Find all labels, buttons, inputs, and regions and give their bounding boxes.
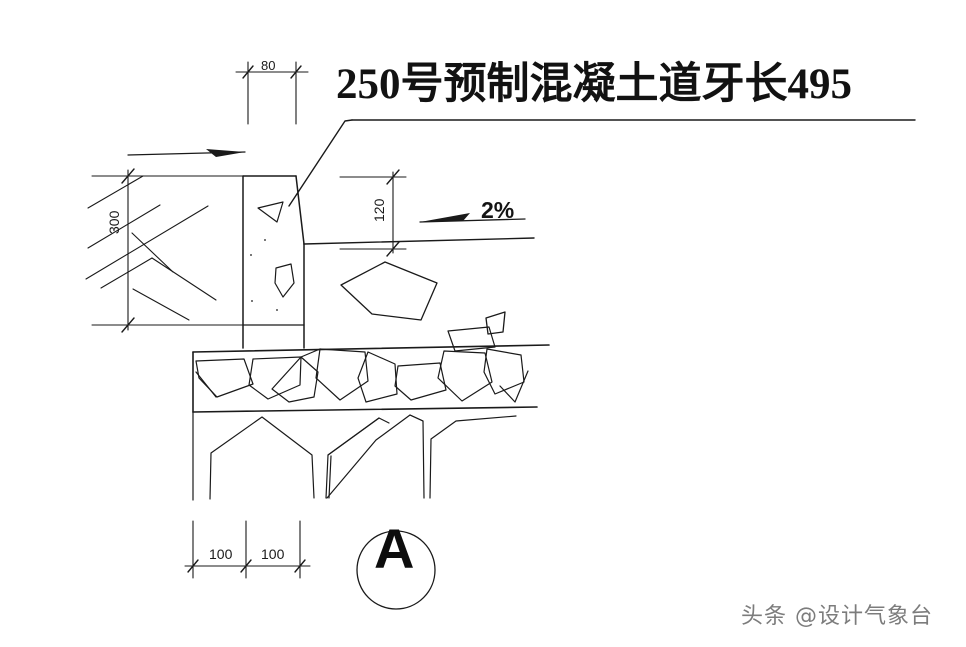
curb-aggregate-marks [250, 201, 295, 311]
dimension-label-300: 300 [106, 210, 122, 234]
dimension-label-120: 120 [371, 198, 387, 222]
dimension-80 [235, 61, 309, 125]
slope-arrow [419, 213, 526, 223]
watermark-text: 头条 @设计气象台 [741, 604, 933, 629]
slope-label: 2% [481, 197, 515, 223]
rubble-base-course [192, 326, 550, 413]
dimension-label-80: 80 [261, 58, 276, 73]
dimension-label-100-left: 100 [209, 546, 233, 562]
dimension-120 [339, 169, 407, 257]
detail-marker-label: A [374, 517, 415, 580]
title-leader-line [288, 119, 353, 207]
dimension-100-100 [184, 520, 311, 579]
detail-marker-circle [356, 530, 436, 610]
dimension-300 [91, 168, 259, 333]
loose-aggregate-stones [340, 261, 506, 335]
subgrade-earth-hatch [192, 411, 517, 501]
earth-hatch-left [85, 175, 217, 321]
curb-block [242, 175, 305, 349]
grade-arrow [127, 149, 246, 157]
pavement-surface [303, 237, 535, 245]
dimension-label-100-right: 100 [261, 546, 285, 562]
drawing-title: 250号预制混凝土道牙长495 [336, 61, 852, 108]
